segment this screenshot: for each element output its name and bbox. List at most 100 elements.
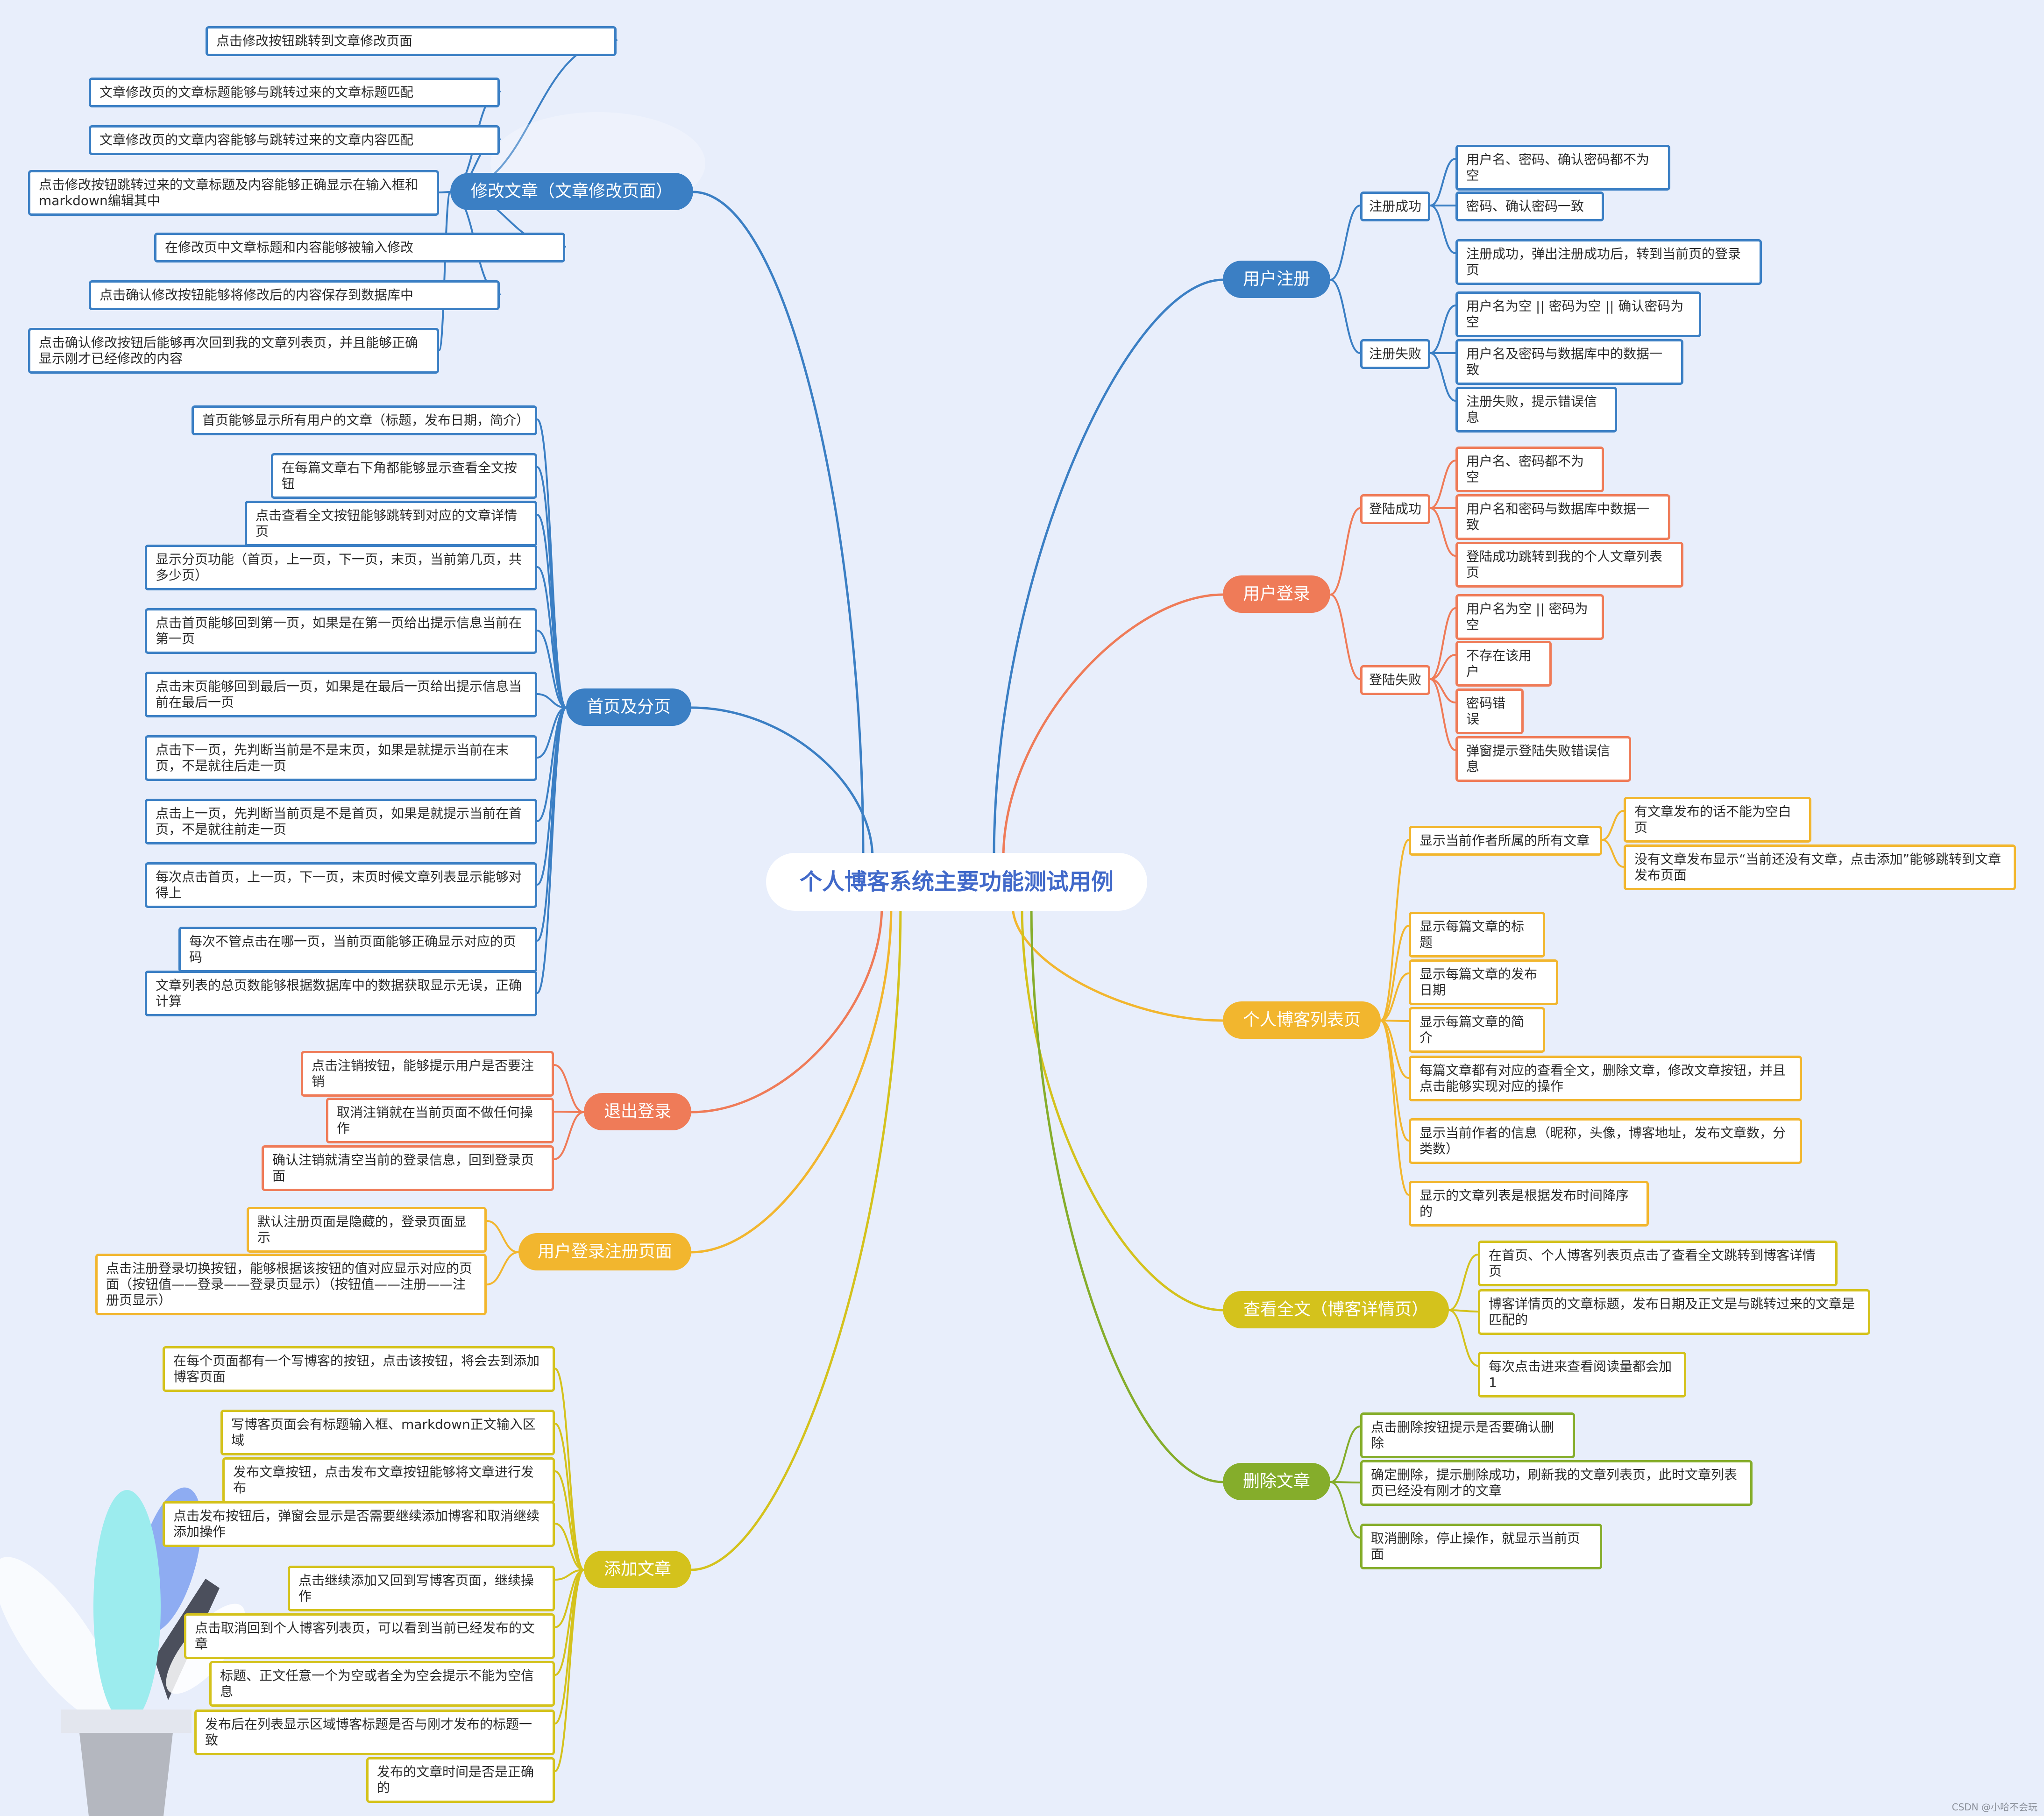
leaf-node[interactable]: 在修改页中文章标题和内容能够被输入修改 <box>154 233 565 262</box>
leaf-node[interactable]: 点击末页能够回到最后一页，如果是在最后一页给出提示信息当前在最后一页 <box>145 672 537 717</box>
connector-line <box>1329 1481 1361 1483</box>
connector-line <box>1429 460 1456 509</box>
connector-line <box>690 706 874 860</box>
leaf-node[interactable]: 密码错误 <box>1455 688 1524 734</box>
group-node[interactable]: 登陆成功 <box>1360 494 1430 524</box>
connector-line <box>1030 904 1224 1483</box>
connector-line <box>1380 1020 1410 1196</box>
leaf-node[interactable]: 文章列表的总页数能够根据数据库中的数据获取显示无误，正确计算 <box>145 971 537 1016</box>
leaf-node[interactable]: 文章修改页的文章标题能够与跳转过来的文章标题匹配 <box>89 78 500 107</box>
leaf-node[interactable]: 点击确认修改按钮后能够再次回到我的文章列表页，并且能够正确显示刚才已经修改的内容 <box>28 328 439 374</box>
branch-b3[interactable]: 退出登录 <box>584 1093 691 1130</box>
leaf-node[interactable]: 确认注销就清空当前的登录信息，回到登录页面 <box>262 1145 554 1191</box>
leaf-node[interactable]: 每次不管点击在哪一页，当前页面能够正确显示对应的页码 <box>178 927 537 972</box>
leaf-node[interactable]: 没有文章发布显示“当前还没有文章，点击添加”能够跳转到文章发布页面 <box>1624 844 2016 890</box>
leaf-node[interactable]: 在每篇文章右下角都能够显示查看全文按钮 <box>271 453 537 499</box>
branch-b7[interactable]: 用户登录 <box>1223 575 1330 613</box>
leaf-node[interactable]: 用户名及密码与数据库中的数据一致 <box>1455 339 1683 385</box>
leaf-node[interactable]: 显示每篇文章的简介 <box>1409 1007 1545 1053</box>
connector-line <box>1002 593 1224 860</box>
leaf-node[interactable]: 标题、正文任意一个为空或者全为空会提示不能为空信息 <box>209 1661 555 1707</box>
leaf-node[interactable]: 点击发布按钮后，弹窗会显示是否需要继续添加博客和取消继续添加操作 <box>163 1501 555 1547</box>
leaf-node[interactable]: 用户名为空 || 密码为空 || 确认密码为空 <box>1455 291 1701 337</box>
leaf-node[interactable]: 显示每篇文章的发布日期 <box>1409 959 1558 1005</box>
leaf-node[interactable]: 注册失败，提示错误信息 <box>1455 387 1617 433</box>
leaf-node[interactable]: 点击下一页，先判断当前是不是末页，如果是就提示当前在末页，不是就往后走一页 <box>145 735 537 781</box>
leaf-node[interactable]: 确定删除，提示删除成功，刷新我的文章列表页，此时文章列表页已经没有刚才的文章 <box>1360 1460 1753 1506</box>
connector-line <box>536 514 567 709</box>
branch-b2[interactable]: 首页及分页 <box>566 688 691 726</box>
connector-line <box>690 904 893 1254</box>
leaf-node[interactable]: 登陆成功跳转到我的个人文章列表页 <box>1455 542 1683 588</box>
group-node[interactable]: 注册成功 <box>1360 192 1430 221</box>
leaf-node[interactable]: 显示当前作者的信息（昵称，头像，博客地址，发布文章数，分类数） <box>1409 1118 1802 1164</box>
leaf-node[interactable]: 取消删除，停止操作，就显示当前页面 <box>1360 1524 1602 1569</box>
connector-line <box>1429 654 1456 680</box>
leaf-node[interactable]: 点击继续添加又回到写博客页面，继续操作 <box>288 1566 555 1611</box>
connector-line <box>1448 1309 1479 1312</box>
leaf-node[interactable]: 不存在该用户 <box>1455 641 1552 687</box>
connector-line <box>536 693 567 709</box>
leaf-node[interactable]: 发布文章按钮，点击发布文章按钮能够将文章进行发布 <box>222 1457 555 1503</box>
branch-b8[interactable]: 个人博客列表页 <box>1223 1001 1381 1039</box>
branch-b10[interactable]: 删除文章 <box>1223 1463 1330 1500</box>
leaf-node[interactable]: 文章修改页的文章内容能够与跳转过来的文章内容匹配 <box>89 125 500 155</box>
leaf-node[interactable]: 发布的文章时间是否是正确的 <box>366 1757 555 1803</box>
leaf-node[interactable]: 取消注销就在当前页面不做任何操作 <box>326 1098 554 1143</box>
branch-b5[interactable]: 添加文章 <box>584 1551 691 1588</box>
leaf-node[interactable]: 用户名和密码与数据库中数据一致 <box>1455 494 1670 540</box>
leaf-node[interactable]: 用户名为空 || 密码为空 <box>1455 594 1604 640</box>
leaf-node[interactable]: 写博客页面会有标题输入框、markdown正文输入区域 <box>220 1410 555 1455</box>
connector-line <box>536 707 567 759</box>
leaf-node[interactable]: 点击注销按钮，能够提示用户是否要注销 <box>301 1051 554 1097</box>
leaf-node[interactable]: 点击首页能够回到第一页，如果是在第一页给出提示信息当前在第一页 <box>145 608 537 654</box>
leaf-node[interactable]: 显示的文章列表是根据发布时间降序的 <box>1409 1181 1649 1227</box>
connector-line <box>554 1569 585 1581</box>
connector-line <box>1429 158 1456 206</box>
leaf-node[interactable]: 用户名、密码、确认密码都不为空 <box>1455 145 1670 191</box>
leaf-node[interactable]: 每次点击进来查看阅读量都会加1 <box>1478 1352 1686 1397</box>
leaf-node[interactable]: 点击上一页，先判断当前页是不是首页，如果是就提示当前在首页，不是就往前走一页 <box>145 799 537 844</box>
leaf-node[interactable]: 显示每篇文章的标题 <box>1409 912 1545 958</box>
leaf-node[interactable]: 点击查看全文按钮能够跳转到对应的文章详情页 <box>245 501 537 546</box>
leaf-node[interactable]: 每篇文章都有对应的查看全文，删除文章，修改文章按钮，并且点击能够实现对应的操作 <box>1409 1056 1802 1101</box>
leaf-node[interactable]: 点击删除按钮提示是否要确认删除 <box>1360 1412 1575 1458</box>
group-node[interactable]: 注册失败 <box>1360 339 1430 369</box>
leaf-node[interactable]: 显示当前作者所属的所有文章 <box>1409 826 1602 856</box>
leaf-node[interactable]: 博客详情页的文章标题，发布日期及正文是与跳转过来的文章是匹配的 <box>1478 1289 1870 1335</box>
connector-line <box>1329 279 1361 354</box>
connector-line <box>1429 305 1456 354</box>
leaf-node[interactable]: 在每个页面都有一个写博客的按钮，点击该按钮，将会去到添加博客页面 <box>163 1346 555 1392</box>
connector-line <box>1601 810 1625 841</box>
leaf-node[interactable]: 点击修改按钮跳转过来的文章标题及内容能够正确显示在输入框和markdown编辑其… <box>28 170 439 216</box>
leaf-node[interactable]: 默认注册页面是隐藏的，登录页面显示 <box>247 1207 487 1253</box>
connector-line <box>1021 904 1224 1312</box>
connector-line <box>554 1569 585 1772</box>
leaf-node[interactable]: 用户名、密码都不为空 <box>1455 447 1604 492</box>
leaf-node[interactable]: 注册成功，弹出注册成功后，转到当前页的登录页 <box>1455 239 1762 285</box>
leaf-node[interactable]: 在首页、个人博客列表页点击了查看全文跳转到博客详情页 <box>1478 1241 1838 1286</box>
leaf-node[interactable]: 点击确认修改按钮能够将修改后的内容保存到数据库中 <box>89 280 500 310</box>
branch-b4[interactable]: 用户登录注册页面 <box>518 1233 691 1270</box>
branch-b1[interactable]: 修改文章（文章修改页面） <box>450 173 693 210</box>
connector-line <box>554 1423 585 1571</box>
connector-line <box>1329 594 1361 680</box>
branch-b9[interactable]: 查看全文（博客详情页） <box>1223 1291 1449 1328</box>
branch-b6[interactable]: 用户注册 <box>1223 261 1330 298</box>
connector-line <box>1429 678 1456 703</box>
leaf-node[interactable]: 每次点击首页，上一页，下一页，末页时候文章列表显示能够对得上 <box>145 862 537 908</box>
group-node[interactable]: 登陆失败 <box>1360 665 1430 695</box>
leaf-node[interactable]: 发布后在列表显示区域博客标题是否与刚才发布的标题一致 <box>194 1710 555 1755</box>
leaf-node[interactable]: 点击修改按钮跳转到文章修改页面 <box>206 26 617 56</box>
leaf-node[interactable]: 弹窗提示登陆失败错误信息 <box>1455 736 1631 782</box>
connector-line <box>486 1220 519 1253</box>
leaf-node[interactable]: 首页能够显示所有用户的文章（标题，发布日期，简介） <box>192 405 537 435</box>
leaf-node[interactable]: 显示分页功能（首页，上一页，下一页，末页，当前第几页，共多少页） <box>145 545 537 590</box>
leaf-node[interactable]: 点击注册登录切换按钮，能够根据该按钮的值对应显示对应的页面（按钮值——登录——登… <box>95 1254 487 1315</box>
leaf-node[interactable]: 密码、确认密码一致 <box>1455 192 1604 221</box>
connector-line <box>554 1368 585 1571</box>
leaf-node[interactable]: 有文章发布的话不能为空白页 <box>1624 797 1811 843</box>
connector-line <box>993 278 1224 860</box>
leaf-node[interactable]: 点击取消回到个人博客列表页，可以看到当前已经发布的文章 <box>184 1613 555 1659</box>
